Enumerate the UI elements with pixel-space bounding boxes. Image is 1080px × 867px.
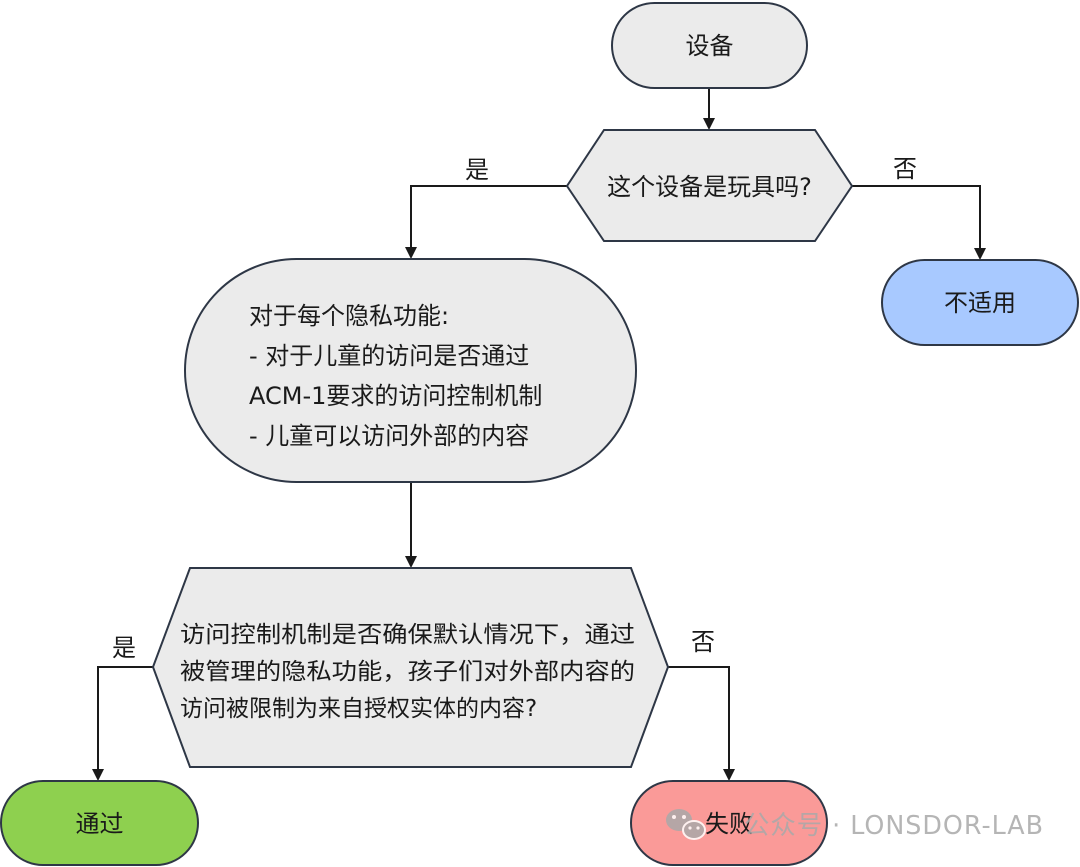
node-access-control-question-line-2: 被管理的隐私功能，孩子们对外部内容的 <box>180 659 635 685</box>
node-access-control-question-line-3: 访问被限制为来自授权实体的内容? <box>180 696 537 722</box>
node-not-applicable-shape <box>881 259 1079 346</box>
node-privacy-check-shape <box>184 258 637 483</box>
node-is-toy-label: 这个设备是玩具吗? <box>607 173 812 201</box>
node-privacy-check-line-4: - 儿童可以访问外部的内容 <box>249 422 529 450</box>
node-device: 设备 <box>611 2 808 89</box>
node-is-toy: 这个设备是玩具吗? <box>565 129 854 242</box>
wechat-icon <box>666 809 706 840</box>
node-not-applicable-label: 不适用 <box>944 289 1016 317</box>
node-fail: 失败 <box>630 780 828 866</box>
node-is-toy-shape <box>565 129 854 242</box>
label-toy-yes: 是 <box>465 156 489 184</box>
label-access-no: 否 <box>691 628 715 656</box>
node-privacy-check-line-1: 对于每个隐私功能: <box>249 302 449 330</box>
node-fail-shape <box>630 780 828 866</box>
node-pass-label: 通过 <box>76 810 124 838</box>
label-toy-no: 否 <box>893 155 917 183</box>
watermark: 公众号 · LONSDOR-LAB <box>666 809 1044 841</box>
node-pass-shape <box>0 780 199 866</box>
edge-access-no <box>668 666 735 781</box>
edge-access-yes <box>92 666 153 781</box>
node-access-control-question-line-1: 访问控制机制是否确保默认情况下，通过 <box>180 622 635 648</box>
node-not-applicable: 不适用 <box>881 259 1079 346</box>
node-access-control-question: 访问控制机制是否确保默认情况下，通过 被管理的隐私功能，孩子们对外部内容的 访问… <box>151 567 670 768</box>
node-device-label: 设备 <box>686 32 734 60</box>
node-pass: 通过 <box>0 780 199 866</box>
edge-is-toy-no <box>852 185 986 260</box>
node-device-shape <box>611 2 808 89</box>
label-access-yes: 是 <box>112 634 136 662</box>
watermark-text: 公众号 · LONSDOR-LAB <box>744 811 1044 841</box>
node-fail-label: 失败 <box>705 810 753 838</box>
edges: 是 否 是 否 <box>92 88 986 781</box>
node-privacy-check-line-3: ACM-1要求的访问控制机制 <box>249 382 542 410</box>
edge-is-toy-yes <box>405 185 567 259</box>
node-access-control-question-shape <box>151 567 670 768</box>
node-privacy-check-line-2: - 对于儿童的访问是否通过 <box>249 342 529 370</box>
node-privacy-check: 对于每个隐私功能: - 对于儿童的访问是否通过 ACM-1要求的访问控制机制 -… <box>184 258 637 483</box>
